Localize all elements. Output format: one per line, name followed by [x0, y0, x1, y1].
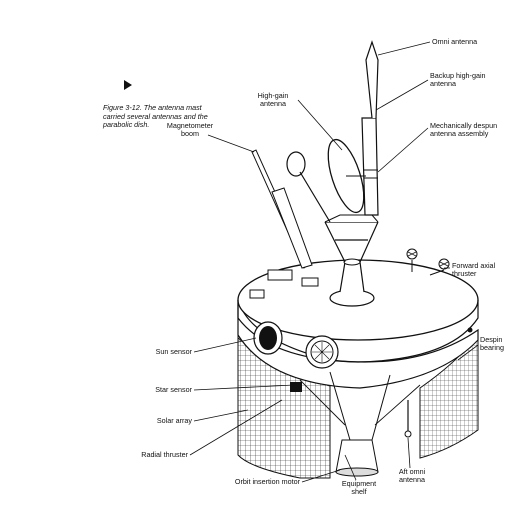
label-despun-assembly: Mechanically despun antenna assembly [430, 121, 498, 138]
high-gain-dish [327, 138, 366, 214]
antenna-mast [324, 40, 379, 307]
leader-lines [189, 41, 479, 483]
label-omni-antenna: Omni antenna [432, 37, 478, 46]
magnetometer-boom [251, 149, 313, 269]
pointer-arrow-icon [124, 80, 132, 90]
label-aft-omni-antenna: Aft omni antenna [398, 467, 426, 484]
label-sun-sensor: Sun sensor [155, 347, 192, 356]
star-sensor [290, 335, 339, 392]
label-high-gain-antenna: High-gain antenna [257, 91, 289, 108]
label-magnetometer-boom: Magnetometer boom [166, 121, 214, 138]
label-despin-bearing: Despin bearing [480, 335, 504, 352]
label-forward-axial-thruster: Forward axial thruster [452, 261, 496, 278]
spacecraft-body [237, 259, 479, 477]
forward-axial-thrusters [406, 248, 450, 276]
label-radial-thruster: Radial thruster [141, 450, 188, 459]
label-backup-high-gain: Backup high-gain antenna [430, 71, 486, 88]
label-star-sensor: Star sensor [155, 385, 192, 394]
solar-array-right [419, 332, 479, 459]
label-solar-array: Solar array [156, 416, 192, 425]
label-orbit-insertion-motor: Orbit insertion motor [234, 477, 300, 486]
label-equipment-shelf: Equipment shelf [341, 479, 377, 496]
sun-sensor [253, 321, 283, 355]
backup-antenna-boom [286, 151, 331, 223]
figure-caption: Figure 3-12. The antenna mast carried se… [103, 103, 208, 130]
